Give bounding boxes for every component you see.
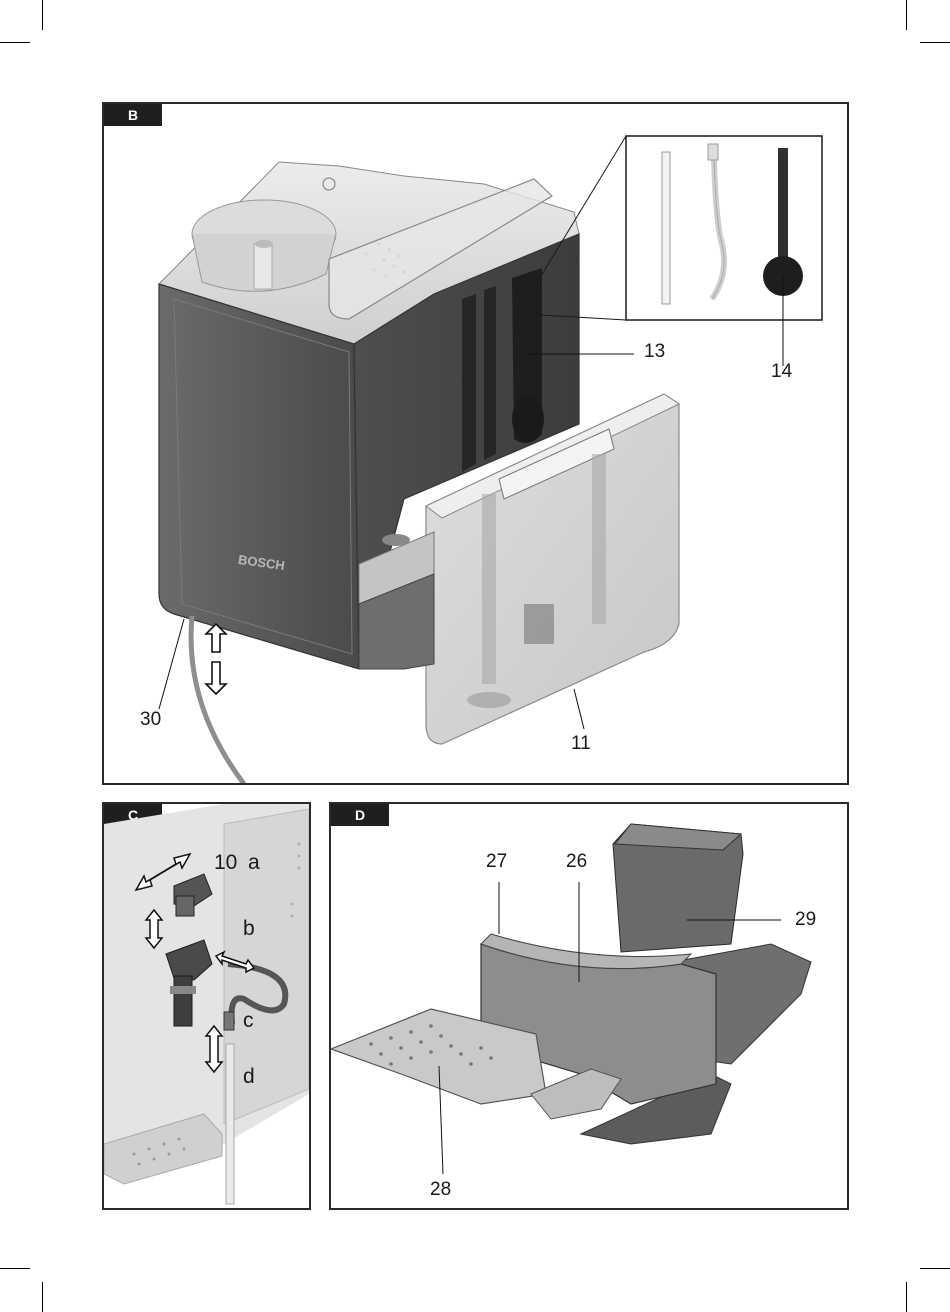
callout-13: 13 [644, 342, 665, 361]
drip-tray-illustration [331, 804, 847, 1208]
crop-mark-top-right-v [906, 0, 907, 30]
callout-28: 28 [430, 1180, 451, 1199]
crop-mark-bottom-right-h [920, 1268, 950, 1269]
callout-d: d [243, 1066, 255, 1087]
milk-system-illustration [104, 804, 309, 1208]
crop-mark-bottom-right-v [906, 1282, 907, 1312]
callout-14: 14 [771, 362, 792, 381]
callout-c: c [243, 1010, 254, 1031]
crop-mark-bottom-left-v [42, 1282, 43, 1312]
crop-mark-top-right-h [920, 42, 950, 43]
callout-26: 26 [566, 852, 587, 871]
callout-10: 10 [214, 852, 237, 873]
callout-11: 11 [571, 734, 591, 753]
crop-mark-bottom-left-h [0, 1268, 30, 1269]
callout-b: b [243, 918, 255, 939]
coffee-machine-illustration [104, 104, 847, 783]
panel-b: B [102, 102, 849, 785]
callout-29: 29 [795, 910, 816, 929]
callout-30: 30 [140, 710, 161, 729]
crop-mark-top-left-v [42, 0, 43, 30]
panel-c: C 10 a [102, 802, 311, 1210]
callout-27: 27 [486, 852, 507, 871]
callout-a: a [248, 852, 260, 873]
panel-d: D 27 26 29 28 [329, 802, 849, 1210]
crop-mark-top-left-h [0, 42, 30, 43]
